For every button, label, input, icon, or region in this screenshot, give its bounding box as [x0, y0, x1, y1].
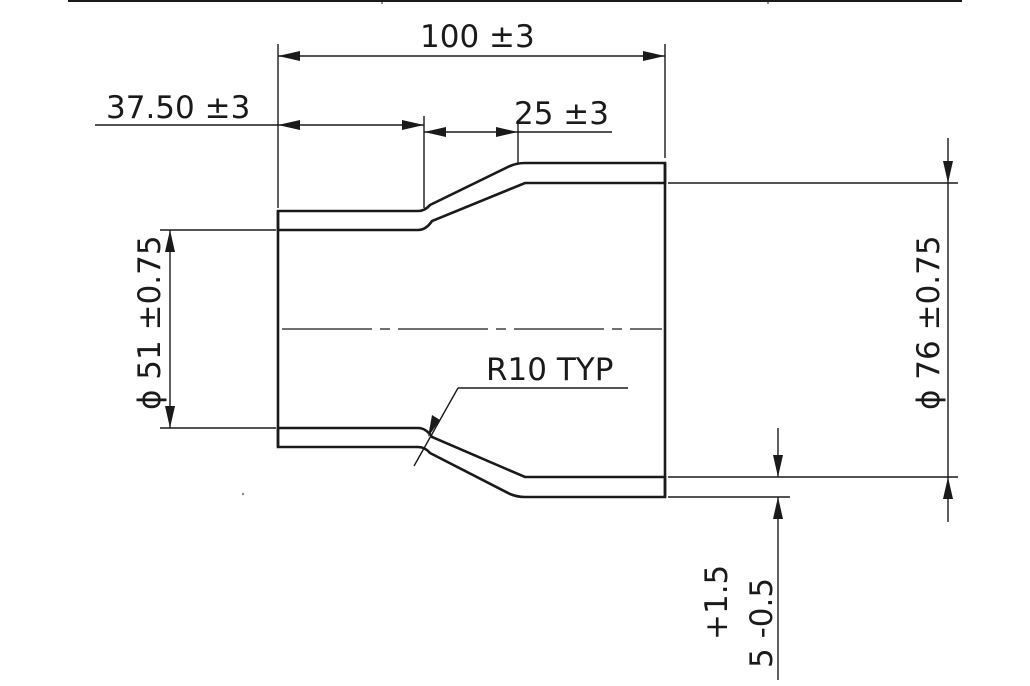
dimension-large-diameter: ϕ 76 ±0.75 [668, 138, 958, 522]
overall-length-label: 100 ±3 [420, 19, 535, 55]
radius-note: R10 TYP [413, 352, 628, 467]
wall-tolerance-label: +1.5 [699, 565, 735, 640]
radius-note-label: R10 TYP [486, 352, 613, 388]
small-end-length-label: 37.50 ±3 [106, 90, 250, 126]
lower-wall [276, 426, 667, 499]
reducer-section [276, 161, 667, 499]
large-diameter-label: ϕ 76 ±0.75 [911, 235, 947, 410]
dimension-small-diameter: ϕ 51 ±0.75 [132, 229, 276, 429]
upper-wall [276, 161, 667, 232]
small-diameter-label: ϕ 51 ±0.75 [132, 235, 168, 410]
wall-thickness-label: 5 -0.5 [744, 578, 780, 668]
dimension-taper-length: 25 ±3 [424, 96, 612, 163]
dimension-small-end-length: 37.50 ±3 [95, 90, 425, 208]
speck [241, 492, 245, 496]
dimension-overall-length: 100 ±3 [277, 19, 666, 208]
dimension-wall-thickness: +1.5 5 -0.5 [668, 428, 790, 680]
taper-length-label: 25 ±3 [514, 96, 609, 132]
